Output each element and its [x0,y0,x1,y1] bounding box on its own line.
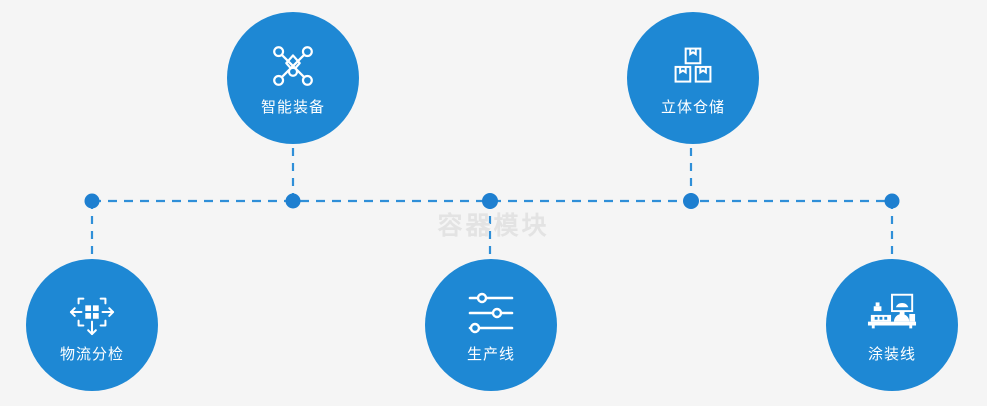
node-logistics-sorting[interactable]: 物流分检 [26,259,158,391]
node-label-production-line: 生产线 [466,345,515,363]
node-production-line[interactable]: 生产线 [425,259,557,391]
node-smart-equipment[interactable]: 智能装备 [227,12,359,144]
node-label-painting-line: 涂装线 [867,345,916,363]
node-label-smart-equipment: 智能装备 [260,98,325,116]
sorting-scan-icon [64,287,120,339]
sliders-icon [463,287,519,339]
node-warehouse[interactable]: 立体仓储 [627,12,759,144]
watermark-text: 容器模块 [437,211,550,240]
stacked-boxes-icon [665,40,721,92]
node-painting-line[interactable]: 涂装线 [826,259,958,391]
network-nodes-icon [265,40,321,92]
node-label-logistics-sorting: 物流分检 [59,345,124,363]
node-label-warehouse: 立体仓储 [660,98,725,116]
factory-monitor-icon [864,287,920,339]
